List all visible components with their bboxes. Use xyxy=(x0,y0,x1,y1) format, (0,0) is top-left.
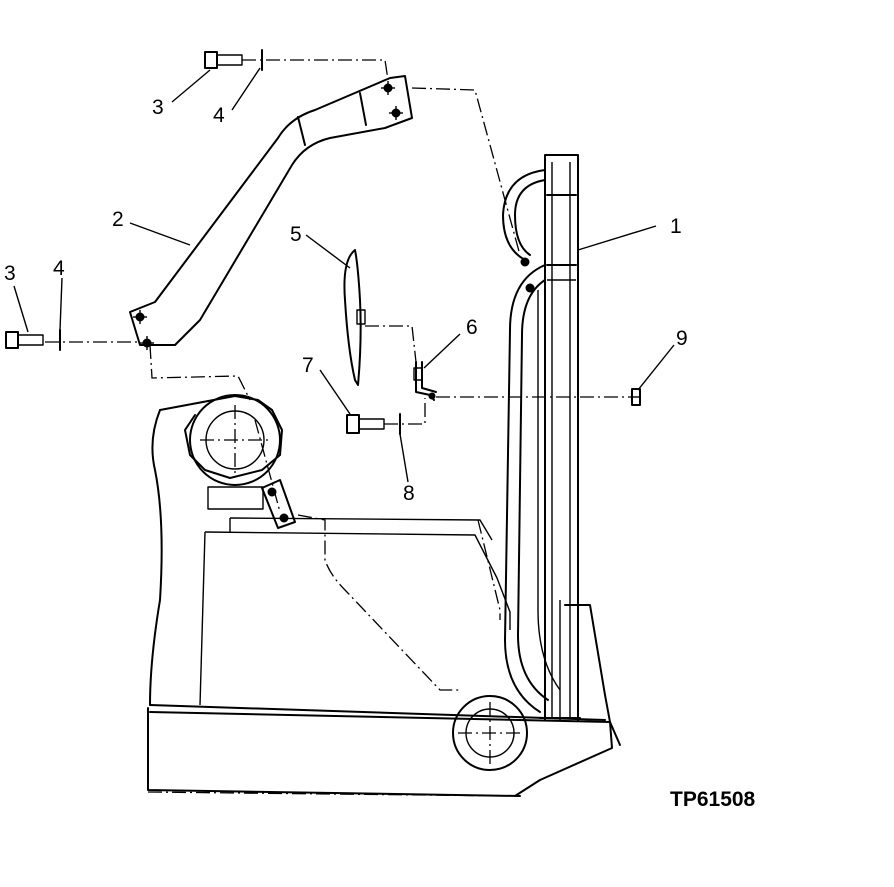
leader-lines xyxy=(13,67,675,483)
callout-6: 6 xyxy=(466,316,478,339)
callout-4b: 4 xyxy=(53,257,65,280)
upper-pivot xyxy=(189,394,281,486)
callout-7: 7 xyxy=(302,354,314,377)
bolt-left xyxy=(5,331,44,349)
mirror xyxy=(343,249,366,386)
callout-8: 8 xyxy=(403,482,415,505)
assembly-lines xyxy=(45,59,632,797)
machine-frame xyxy=(147,395,621,797)
callout-2: 2 xyxy=(112,208,124,231)
l-bracket xyxy=(413,361,437,401)
figure-reference-code: TP61508 xyxy=(670,788,756,811)
pivot-plate xyxy=(261,479,296,529)
bolt-upper xyxy=(204,51,243,69)
callout-5: 5 xyxy=(290,223,302,246)
callout-3a: 3 xyxy=(152,96,164,119)
callout-4a: 4 xyxy=(213,104,225,127)
bolt-mirror xyxy=(346,414,385,434)
hose-loop xyxy=(502,169,561,713)
lower-pivot xyxy=(452,695,528,771)
bracket-arm xyxy=(129,75,413,350)
vertical-post xyxy=(539,154,581,721)
callout-labels: 1 2 3 3 4 4 5 6 7 8 9 xyxy=(4,96,688,505)
callout-9: 9 xyxy=(676,327,688,350)
callout-3b: 3 xyxy=(4,262,16,285)
nut xyxy=(631,388,641,406)
callout-1: 1 xyxy=(670,215,682,238)
